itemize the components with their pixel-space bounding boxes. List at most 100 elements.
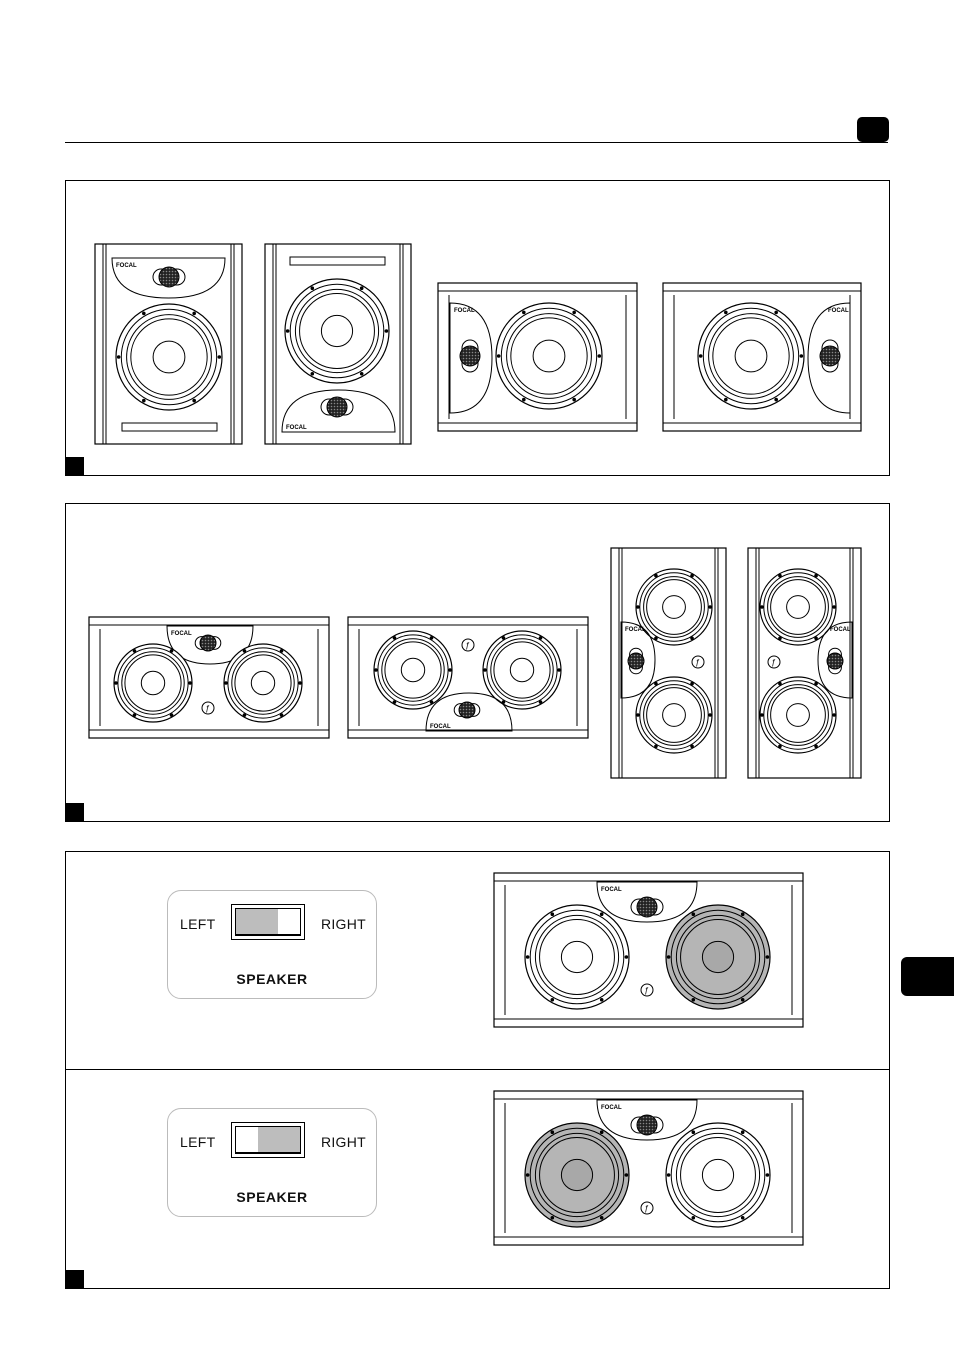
brand-logo: FOCAL [601, 1105, 622, 1111]
speaker-switch-panel-right: LEFT RIGHT SPEAKER [167, 1108, 377, 1217]
tweeter [627, 647, 645, 675]
focal-logo-icon: ƒ [645, 986, 649, 995]
woofer-surround [234, 654, 292, 712]
speaker-switch[interactable] [231, 904, 305, 940]
woofer-surround [486, 634, 558, 706]
woofer-dustcap [560, 1158, 594, 1192]
screw [525, 1173, 530, 1177]
figure-1-frame [65, 180, 890, 476]
woofer [482, 630, 562, 710]
screw [666, 955, 671, 959]
tweeter-dome [826, 652, 844, 670]
tweeter-dome [819, 345, 841, 367]
screw [298, 681, 302, 685]
tweeter-plate [817, 621, 853, 699]
screw [778, 744, 782, 749]
focal-logo-port [640, 983, 654, 997]
screw [217, 355, 222, 359]
woofer-surround [299, 293, 375, 369]
screw [778, 636, 782, 641]
woofer-surround [763, 572, 833, 642]
screw [550, 912, 555, 917]
screw [538, 700, 543, 704]
woofer [665, 904, 771, 1010]
switch-knob[interactable] [236, 909, 278, 934]
screw [690, 636, 694, 641]
switch-title: SPEAKER [236, 1189, 308, 1205]
tweeter-dome [636, 1114, 658, 1136]
screw [708, 605, 712, 609]
woofer-surround [539, 1137, 615, 1213]
screw [429, 700, 434, 704]
left-label: LEFT [180, 1134, 216, 1150]
screw [550, 1215, 555, 1220]
screw [599, 912, 604, 917]
woofer-dustcap [400, 657, 426, 683]
screw [496, 354, 501, 358]
woofer-surround [702, 307, 800, 405]
tweeter-plate [596, 1099, 698, 1141]
woofer-surround [770, 579, 826, 635]
screw [392, 700, 397, 704]
screw [572, 397, 576, 402]
screw [691, 997, 696, 1002]
screw [708, 713, 712, 717]
screw [636, 713, 640, 717]
woofer-dustcap [786, 595, 810, 619]
screw [760, 713, 764, 717]
woofer-surround [708, 313, 794, 399]
switch-knob[interactable] [258, 1127, 300, 1152]
woofer-dustcap [662, 703, 686, 727]
screw [501, 700, 506, 704]
woofer-surround [539, 919, 615, 995]
woofer-surround [767, 576, 829, 638]
screw [654, 681, 658, 686]
tweeter [826, 647, 844, 675]
woofer [665, 1122, 771, 1228]
left-label: LEFT [180, 916, 216, 932]
screw [698, 354, 703, 358]
woofer-surround [534, 1132, 620, 1218]
woofer-surround [490, 638, 554, 702]
woofer-surround [680, 919, 756, 995]
woofer-surround [294, 288, 380, 374]
brand-logo: FOCAL [601, 887, 622, 893]
tweeter-plate [620, 621, 656, 699]
woofer-surround [675, 1132, 761, 1218]
woofer-surround [770, 687, 826, 743]
woofer-surround [643, 684, 705, 746]
tweeter-plate [281, 389, 396, 433]
screw [279, 713, 284, 717]
woofer-surround [227, 647, 299, 719]
woofer-surround [384, 641, 442, 699]
speaker-switch[interactable] [231, 1122, 305, 1158]
woofer-surround [377, 634, 449, 706]
chapter-badge [857, 117, 889, 142]
woofer-dustcap [786, 703, 810, 727]
focal-logo-icon: ƒ [466, 641, 470, 650]
screw [448, 668, 452, 672]
brand-logo: FOCAL [625, 627, 646, 633]
screw [359, 371, 364, 376]
woofer-surround [126, 314, 212, 400]
screw [774, 397, 778, 402]
woofer-surround [639, 572, 709, 642]
screw [501, 636, 506, 640]
woofer [373, 630, 453, 710]
screw [169, 649, 174, 653]
screw [765, 955, 770, 959]
screw [525, 955, 530, 959]
screw [724, 310, 728, 315]
screw [192, 398, 196, 403]
woofer-surround [120, 308, 218, 406]
screw [599, 1215, 604, 1220]
screw [690, 744, 694, 749]
figure-1-marker [66, 457, 84, 475]
screw [832, 605, 836, 609]
woofer [495, 302, 603, 410]
screw [765, 1173, 770, 1177]
woofer-dustcap [320, 314, 354, 348]
screw [654, 744, 658, 749]
switch-title: SPEAKER [236, 971, 308, 987]
